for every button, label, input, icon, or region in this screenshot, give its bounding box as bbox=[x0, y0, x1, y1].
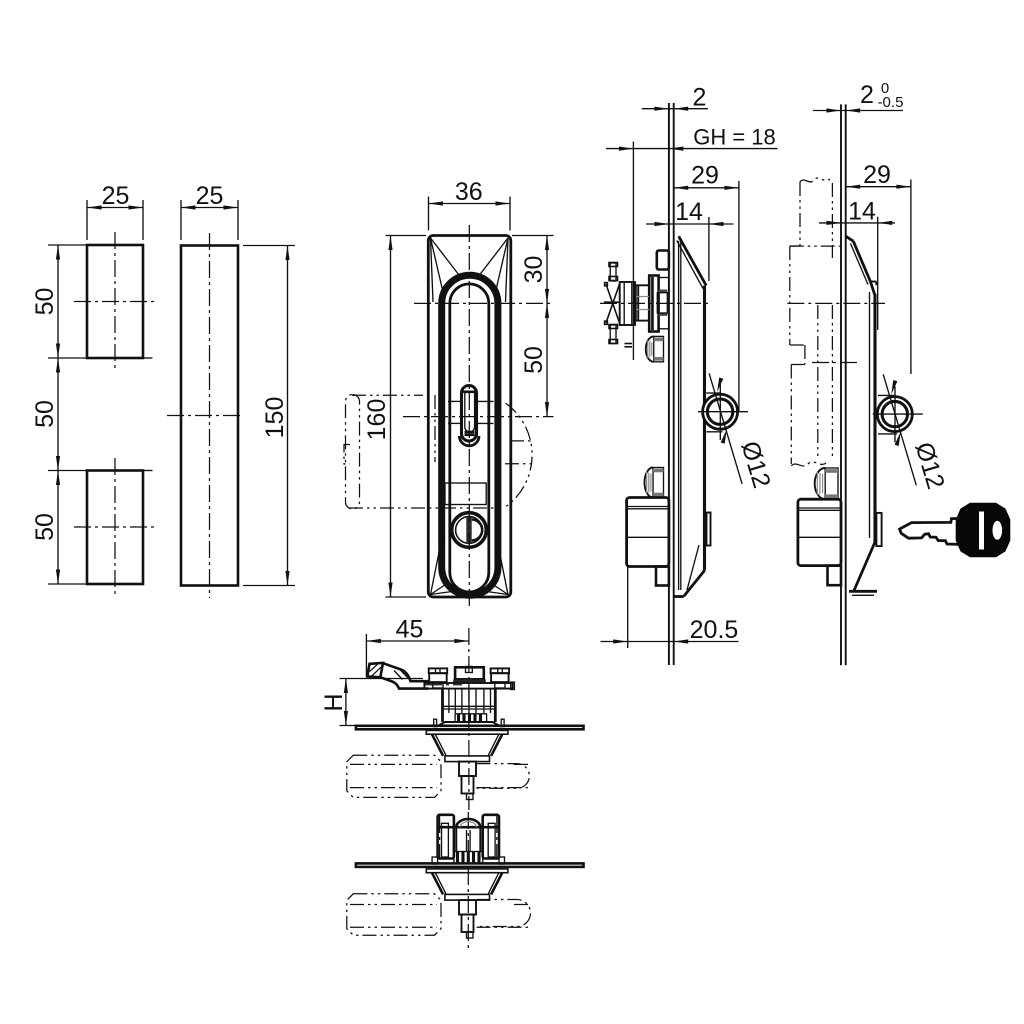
svg-text:0: 0 bbox=[881, 80, 889, 97]
svg-text:-0.5: -0.5 bbox=[878, 94, 904, 111]
svg-text:50: 50 bbox=[31, 513, 59, 541]
svg-text:H: H bbox=[320, 693, 348, 711]
svg-text:14: 14 bbox=[675, 198, 703, 226]
svg-text:14: 14 bbox=[848, 198, 876, 226]
svg-text:45: 45 bbox=[396, 616, 424, 644]
svg-text:36: 36 bbox=[455, 178, 483, 206]
svg-text:2: 2 bbox=[860, 81, 874, 109]
svg-text:29: 29 bbox=[691, 162, 719, 190]
svg-text:GH = 18: GH = 18 bbox=[693, 125, 776, 150]
svg-text:50: 50 bbox=[31, 288, 59, 316]
svg-text:25: 25 bbox=[102, 182, 130, 210]
svg-text:50: 50 bbox=[520, 346, 548, 374]
svg-text:2: 2 bbox=[693, 84, 707, 112]
svg-text:29: 29 bbox=[863, 161, 891, 189]
svg-text:150: 150 bbox=[261, 397, 289, 439]
svg-text:25: 25 bbox=[196, 182, 224, 210]
svg-text:30: 30 bbox=[520, 256, 548, 284]
svg-text:50: 50 bbox=[31, 400, 59, 428]
svg-text:20.5: 20.5 bbox=[690, 616, 739, 644]
svg-text:160: 160 bbox=[363, 399, 391, 441]
